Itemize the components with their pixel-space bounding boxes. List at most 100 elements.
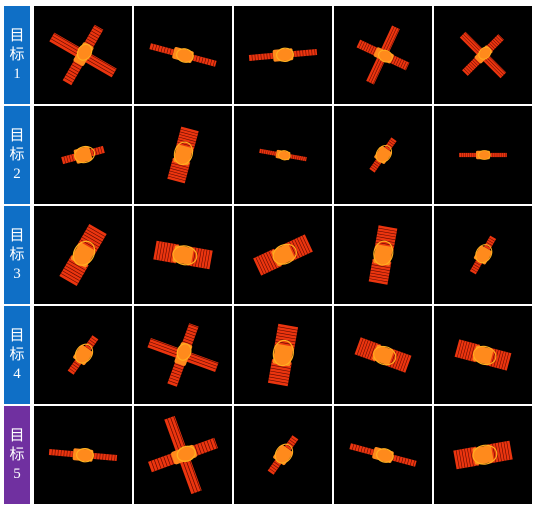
target-label-text: 标 [9,46,25,63]
satellite-slim-icon [259,148,307,162]
target-image-cell [34,206,132,304]
satellite-panel-icon [167,126,199,184]
satellite-image [354,337,412,373]
target-image-cell [234,106,332,204]
target-image-cell [334,6,432,104]
target-label: 目标 3 [4,206,30,304]
satellite-image [454,339,512,371]
satellite-image [469,235,497,275]
satellite-panel-icon [354,337,412,373]
satellite-compact-icon [369,137,397,173]
satellite-cross-icon [459,31,507,79]
satellite-slim-icon [248,47,318,63]
target-label-text: 标 [9,446,25,463]
satellite-panel-icon [368,225,398,285]
satellite-image [148,415,218,495]
target-label-text: 3 [13,265,21,282]
satellite-image [459,149,507,161]
satellite-image [167,126,199,184]
target-image-cell [34,6,132,104]
satellite-cross-icon [148,415,218,495]
target-row: 目标 5 [4,406,532,504]
target-label-text: 目 [9,327,25,344]
target-image-cell [434,306,532,404]
target-image-cell [434,206,532,304]
satellite-slim-icon [149,43,217,67]
satellite-image [267,323,299,387]
satellite-panel-icon [253,234,313,276]
satellite-compact-icon [469,235,497,275]
target-image-cell [134,406,232,504]
target-row: 目标 3 [4,206,532,304]
satellite-image [153,240,213,270]
target-image-cell [234,406,332,504]
satellite-compact-icon [61,145,105,165]
target-label-text: 标 [9,346,25,363]
satellite-compact-icon [267,435,299,475]
satellite-image [248,47,318,63]
satellite-image [49,24,117,86]
satellite-image [59,224,107,286]
target-row: 目标 4 [4,306,532,404]
satellite-panel-icon [453,440,513,470]
satellite-panel-icon [153,240,213,270]
target-label-text: 目 [9,27,25,44]
satellite-image [149,43,217,67]
satellite-compact-icon [67,335,99,375]
satellite-cross-icon [49,24,117,86]
target-image-cell [334,406,432,504]
target-label-text: 标 [9,246,25,263]
target-label-text: 目 [9,227,25,244]
target-image-cell [134,6,232,104]
target-label-text: 2 [13,165,21,182]
satellite-image [356,25,410,85]
satellite-panel-icon [59,224,107,286]
target-image-cell [334,206,432,304]
satellite-image [267,435,299,475]
target-image-cell [234,6,332,104]
target-label-text: 5 [13,465,21,482]
target-label: 目标 1 [4,6,30,104]
target-image-cell [34,406,132,504]
target-image-cell [234,206,332,304]
satellite-image [453,440,513,470]
target-image-cell [434,406,532,504]
target-image-cell [34,306,132,404]
target-label-text: 目 [9,427,25,444]
target-label: 目标 5 [4,406,30,504]
target-image-cell [134,106,232,204]
target-label: 目标 2 [4,106,30,204]
satellite-slim-icon [459,149,507,161]
satellite-image [48,447,118,463]
target-image-cell [234,306,332,404]
satellite-image [259,148,307,162]
target-row: 目标 1 [4,6,532,104]
target-image-cell [334,306,432,404]
target-image-cell [134,306,232,404]
satellite-image [369,137,397,173]
target-label-text: 4 [13,365,21,382]
satellite-image [253,234,313,276]
target-image-cell [434,6,532,104]
target-image-cell [434,106,532,204]
satellite-panel-icon [454,339,512,371]
target-label-text: 目 [9,127,25,144]
satellite-image [67,335,99,375]
satellite-slim-icon [349,443,417,467]
target-row: 目标 2 [4,106,532,204]
satellite-slim-icon [48,447,118,463]
satellite-cross-icon [356,25,410,85]
target-image-cell [34,106,132,204]
satellite-image [61,145,105,165]
satellite-image [349,443,417,467]
target-image-cell [134,206,232,304]
satellite-image [147,323,219,387]
satellite-panel-icon [267,323,299,387]
target-label: 目标 4 [4,306,30,404]
target-label-text: 标 [9,146,25,163]
satellite-image [459,31,507,79]
satellite-cross-icon [147,323,219,387]
satellite-image [368,225,398,285]
target-image-cell [334,106,432,204]
target-label-text: 1 [13,65,21,82]
